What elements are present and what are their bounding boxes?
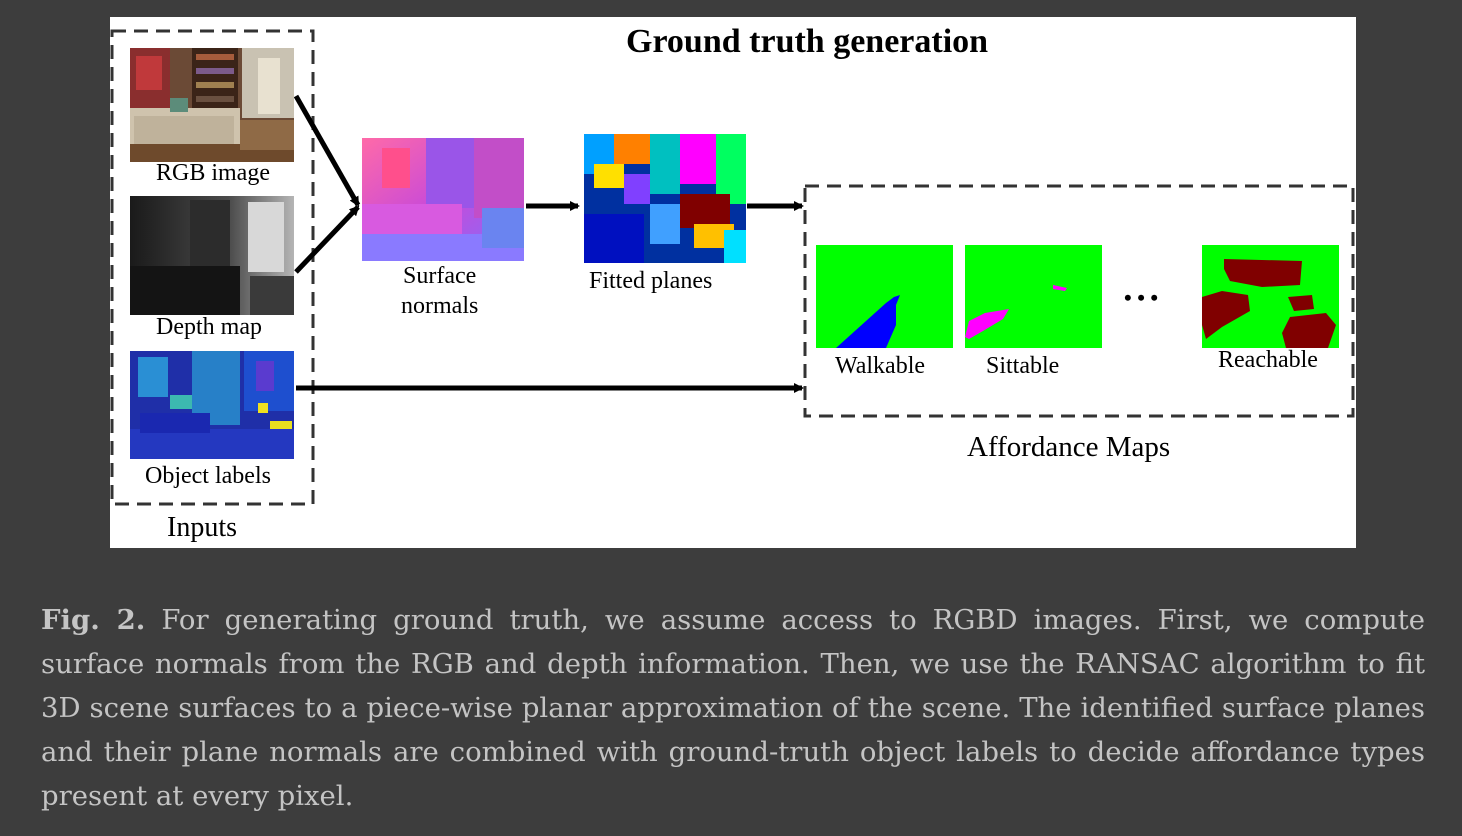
sittable-map <box>965 245 1102 348</box>
ellipsis: • • • <box>1124 285 1159 310</box>
inputs-box <box>110 29 315 506</box>
reachable-label: Reachable <box>1218 347 1318 373</box>
surface-normals-image <box>362 138 524 261</box>
inputs-label: Inputs <box>167 512 237 543</box>
fitted-planes-image <box>584 134 746 263</box>
depth-map <box>130 196 294 315</box>
figure-panel: Ground truth generation RGB image <box>110 17 1356 548</box>
arrow-rgb-to-normals <box>293 94 361 207</box>
figure-title: Ground truth generation <box>626 23 989 60</box>
walkable-map <box>816 245 953 348</box>
sittable-label: Sittable <box>986 353 1060 379</box>
affordance-box <box>803 184 1355 418</box>
caption-prefix: Fig. 2. <box>41 604 146 636</box>
depth-map-label: Depth map <box>156 314 262 340</box>
surface-normals-label-line2: normals <box>401 293 479 319</box>
walkable-label: Walkable <box>835 353 926 379</box>
figure-graphics <box>110 29 1355 506</box>
surface-normals-label-line1: Surface <box>403 263 477 289</box>
rgb-image <box>130 48 294 162</box>
rgb-image-label: RGB image <box>156 160 270 186</box>
figure-caption: Fig. 2. For generating ground truth, we … <box>41 598 1425 818</box>
caption-text: For generating ground truth, we assume a… <box>41 604 1425 812</box>
reachable-map <box>1202 245 1339 348</box>
arrow-depth-to-normals <box>294 205 360 274</box>
object-labels <box>130 351 294 459</box>
fitted-planes-label: Fitted planes <box>589 268 713 294</box>
affordance-maps-label: Affordance Maps <box>967 431 1171 463</box>
object-labels-label: Object labels <box>145 463 271 489</box>
